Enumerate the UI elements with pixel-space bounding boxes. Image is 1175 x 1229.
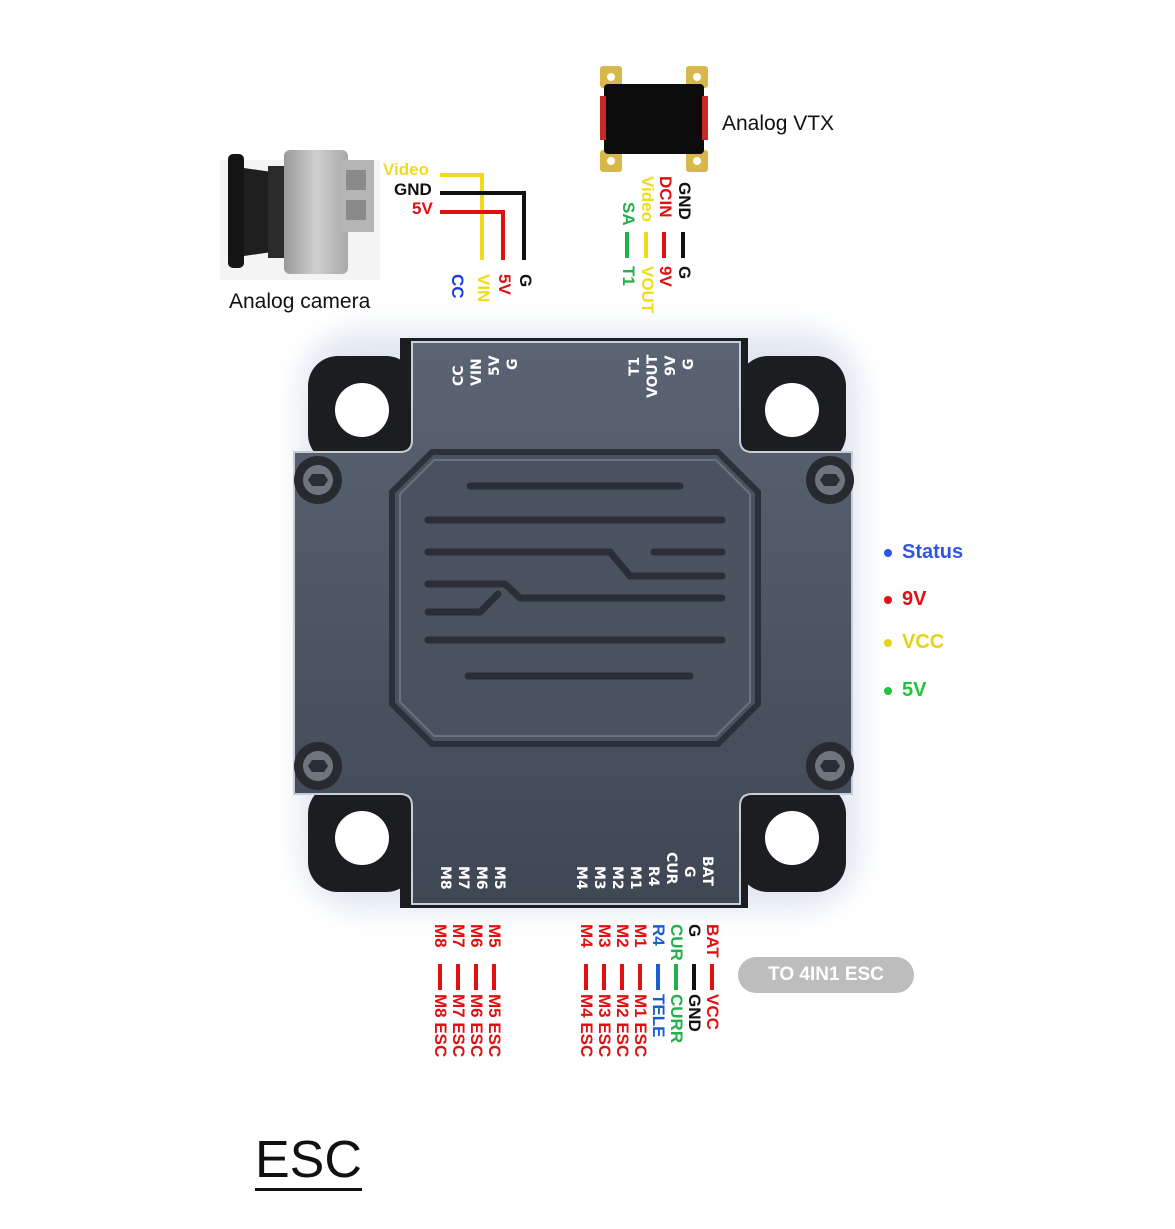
board-pad-vin: VIN: [469, 358, 485, 386]
esc-target-label: M4 ESC: [577, 994, 596, 1058]
led-dot-status: [884, 548, 892, 557]
board-pad-m8: M8: [437, 866, 453, 890]
board-pad-cc: CC: [451, 365, 467, 386]
esc-wire-segment: [492, 964, 496, 990]
esc-pad-label: M4: [577, 924, 596, 948]
camera-caption: Analog camera: [229, 290, 371, 313]
vtx-pin-left-gnd: GND: [675, 182, 694, 220]
esc-target-label: CURR: [667, 994, 686, 1044]
board-pad-m1: M1: [627, 866, 643, 890]
board-pad-bat: BAT: [699, 856, 715, 886]
board-pad-m5: M5: [491, 866, 507, 890]
camera-pin-label-5v: 5V: [495, 274, 514, 295]
camera-wire-video: [440, 173, 484, 260]
esc-target-label: GND: [685, 994, 704, 1032]
board-pad-g-top-left: G: [505, 358, 521, 371]
esc-target-label: M7 ESC: [449, 994, 468, 1058]
board-pad-m7: M7: [455, 866, 471, 890]
vtx-pin-right-9v: 9V: [656, 266, 675, 287]
camera-wire-label-gnd: GND: [394, 180, 432, 199]
esc-target-label: M1 ESC: [631, 994, 650, 1058]
esc-wire-segment: [656, 964, 660, 990]
camera-wire-label-5v: 5V: [412, 199, 433, 218]
board-pad-g-top-right: G: [681, 358, 697, 371]
board-pad-m4: M4: [573, 866, 589, 890]
esc-pad-label: M1: [631, 924, 650, 948]
esc-wire-segment: [438, 964, 442, 990]
led-9v: 9V: [884, 588, 926, 611]
camera-pin-label-g: G: [516, 274, 535, 288]
vtx-icon: [600, 66, 708, 172]
camera-pin-label-vin: VIN: [474, 274, 493, 303]
camera-wire-gnd: [440, 191, 526, 260]
esc-wire-segment: [584, 964, 588, 990]
led-vcc: VCC: [884, 631, 944, 654]
esc-target-label: M2 ESC: [613, 994, 632, 1058]
camera-icon: [220, 150, 380, 280]
flight-controller-board: [293, 330, 860, 910]
esc-wire-segment: [456, 964, 460, 990]
esc-pad-label: M5: [485, 924, 504, 948]
esc-wire-segment: [638, 964, 642, 990]
esc-pad-label: M6: [467, 924, 486, 948]
vtx-pin-right-t1: T1: [619, 266, 638, 286]
camera-pin-label-cc: CC: [448, 274, 467, 299]
esc-pad-label: M8: [431, 924, 450, 948]
esc-target-label: TELE: [649, 994, 668, 1038]
esc-pad-label: R4: [649, 924, 668, 946]
esc-target-label: VCC: [703, 994, 722, 1030]
led-label-vcc: VCC: [902, 631, 945, 653]
camera-wires: [440, 173, 526, 260]
esc-wire-segment: [474, 964, 478, 990]
esc-target-label: M6 ESC: [467, 994, 486, 1058]
board-pad-r4: R4: [645, 866, 661, 887]
esc-pad-label: M2: [613, 924, 632, 948]
esc-pad-label: M3: [595, 924, 614, 948]
led-dot-vcc: [884, 638, 892, 647]
led-label-9v: 9V: [902, 588, 927, 610]
esc-wire-segment: [674, 964, 678, 990]
vtx-pin-right-g: G: [675, 266, 694, 280]
board-pad-m2: M2: [609, 866, 625, 890]
vtx-pin-left-video: Video: [638, 176, 657, 222]
esc-target-label: M8 ESC: [431, 994, 450, 1058]
to-4in1-esc-badge: TO 4IN1 ESC: [738, 957, 914, 993]
board-pad-9v: 9V: [663, 355, 679, 376]
led-status: Status: [884, 541, 963, 564]
board-pad-m6: M6: [473, 866, 489, 890]
board-pad-m3: M3: [591, 866, 607, 890]
vtx-pin-left-sa: SA: [619, 202, 638, 226]
camera-wire-label-video: Video: [383, 160, 429, 179]
camera-wire-5v: [440, 210, 505, 260]
led-5v: 5V: [884, 679, 926, 702]
esc-wire-segment: [710, 964, 714, 990]
esc-pad-label: CUR: [667, 924, 686, 961]
vtx-pin-right-vout: VOUT: [638, 266, 657, 314]
esc-wire-segment: [692, 964, 696, 990]
led-label-5v: 5V: [902, 679, 927, 701]
esc-wire-segment: [602, 964, 606, 990]
board-pad-cur: CUR: [663, 852, 679, 885]
board-pad-5v: 5V: [487, 355, 503, 376]
esc-target-label: M5 ESC: [485, 994, 504, 1058]
esc-pad-label: G: [685, 924, 704, 938]
footer-title: ESC: [255, 1131, 362, 1191]
led-dot-9v: [884, 595, 892, 604]
esc-wire-segment: [620, 964, 624, 990]
board-pad-t1: T1: [627, 356, 643, 376]
vtx-caption: Analog VTX: [722, 112, 835, 135]
esc-pad-label: BAT: [703, 924, 722, 958]
board-pad-g-bottom: G: [681, 866, 697, 878]
esc-pad-label: M7: [449, 924, 468, 948]
led-label-status: Status: [902, 541, 964, 563]
board-pad-vout: VOUT: [645, 354, 661, 398]
esc-target-label: M3 ESC: [595, 994, 614, 1058]
vtx-wires: [625, 232, 685, 258]
vtx-pin-left-dcin: DCIN: [656, 176, 675, 218]
led-dot-5v: [884, 686, 892, 695]
